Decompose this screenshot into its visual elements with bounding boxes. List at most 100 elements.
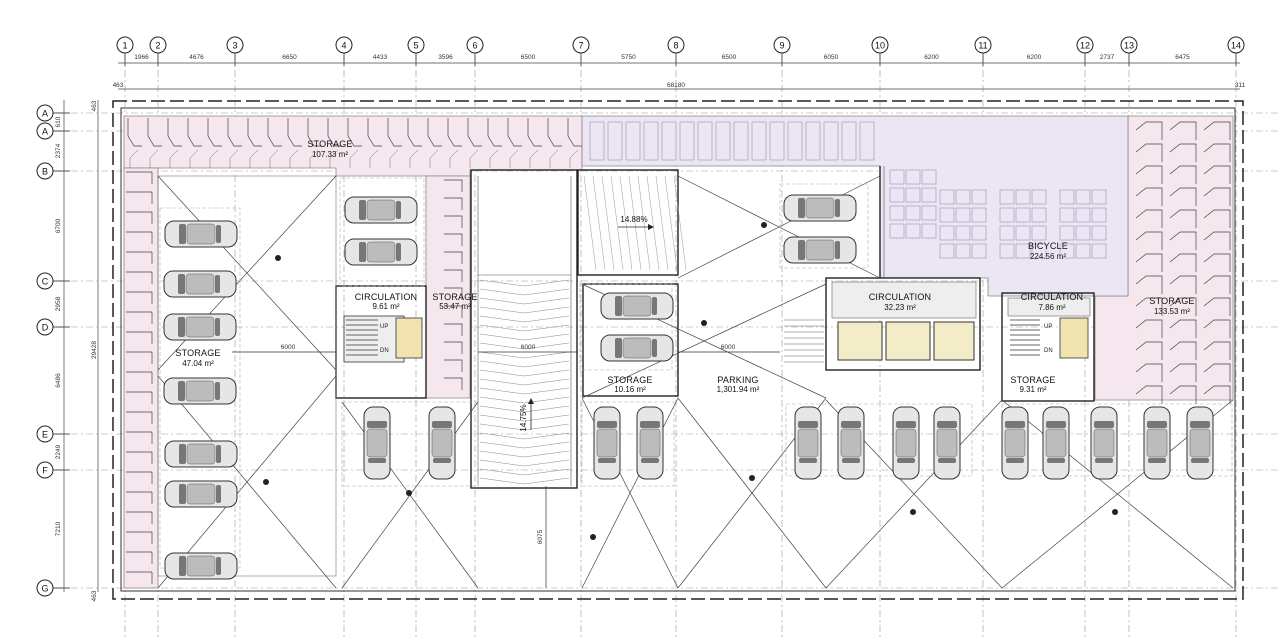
stair-labels: UP DN UP DN: [380, 324, 1053, 354]
column-dot: [749, 475, 755, 481]
circ-right-name: CIRCULATION: [1021, 292, 1084, 302]
storage-right-units: [1135, 121, 1231, 404]
row-dim: 6700: [55, 218, 62, 233]
circulation-fills: [343, 281, 1091, 363]
column-dim: 6050: [824, 54, 839, 61]
column-dim: 6200: [1027, 54, 1042, 61]
column-label: 12: [1080, 41, 1090, 51]
column-label: 6: [472, 41, 477, 51]
room-labels: STORAGE 107.33 m² STORAGE 47.04 m² CIRCU…: [175, 139, 1194, 394]
ramp-upper-slope: 14.88%: [620, 215, 647, 224]
row-label: A: [42, 127, 48, 137]
stair-left-dn: DN: [380, 348, 389, 354]
column-dot: [590, 534, 596, 540]
stairs: [346, 319, 1040, 363]
column-dot: [701, 320, 707, 326]
row-label: C: [42, 277, 49, 287]
circ-ctr-name: CIRCULATION: [869, 292, 932, 302]
overall-height-dim: 29428: [91, 341, 98, 359]
bicycle-racks: [589, 121, 1107, 259]
storage-top-units: [127, 118, 582, 168]
row-label: G: [41, 584, 48, 594]
column-dim: 5750: [621, 54, 636, 61]
overall-width-dim: 68180: [667, 82, 685, 89]
column-dim: 6500: [521, 54, 536, 61]
aisle-right-dim: 6000: [721, 344, 736, 351]
storage-top-area: 107.33 m²: [312, 150, 348, 159]
column-dim: 1966: [134, 54, 149, 61]
ramp-labels: 14.88% 14.75%: [519, 215, 654, 432]
structural-walls: [157, 166, 1095, 577]
column-label: 7: [578, 41, 583, 51]
edge-right-dim: 311: [1235, 82, 1246, 89]
column-label: 10: [875, 41, 885, 51]
lift-2: [885, 321, 931, 361]
storage-mid-name: STORAGE: [432, 292, 477, 302]
row-label: F: [42, 466, 48, 476]
column-label: 11: [978, 41, 987, 51]
edge-left-dim: 463: [113, 82, 124, 89]
column-dim: 3596: [438, 54, 453, 61]
edge-top-dim: 463: [91, 100, 98, 111]
circ-left-area: 9.61 m²: [372, 302, 399, 311]
bicycle-name: BICYCLE: [1028, 241, 1068, 251]
storage-mid-zone: [425, 175, 471, 399]
circ-left-name: CIRCULATION: [355, 292, 418, 302]
dimension-chains: 68180 463 311 29428 463 463: [63, 62, 1246, 601]
storage-small-area: 9.31 m²: [1019, 385, 1046, 394]
row-dim: 2249: [55, 444, 62, 459]
bicycle-area: 224.56 m²: [1030, 252, 1066, 261]
column-label: 9: [779, 41, 784, 51]
column-label: 2: [155, 41, 160, 51]
column-label: 8: [673, 41, 678, 51]
row-label: A: [42, 109, 48, 119]
stair-right-up: UP: [1044, 324, 1052, 330]
storage-left-zone: [123, 167, 159, 589]
storage-zones: [123, 115, 1234, 589]
core-right-door: [1059, 317, 1089, 359]
storage-ctr-area: 10.16 m²: [614, 385, 646, 394]
column-dot: [761, 222, 767, 228]
row-label: D: [42, 323, 49, 333]
row-dim: 6486: [55, 373, 62, 388]
storage-small-name: STORAGE: [1010, 375, 1055, 385]
parked-cars: [163, 194, 1214, 580]
column-dot: [263, 479, 269, 485]
storage-left-name: STORAGE: [175, 348, 220, 358]
column-dim: 4676: [189, 54, 204, 61]
column-label: 13: [1124, 41, 1134, 51]
ramp-hatching: [479, 175, 687, 485]
column-label: 3: [232, 41, 237, 51]
parking-name: PARKING: [717, 375, 758, 385]
column-label: 5: [413, 41, 418, 51]
bicycle-zone: [581, 115, 1129, 297]
stair-left-up: UP: [380, 324, 388, 330]
storage-ctr-name: STORAGE: [607, 375, 652, 385]
column-label: 4: [341, 41, 346, 51]
row-label: E: [42, 430, 48, 440]
aisle-dimensions: 6000 6000 6000 6075: [232, 344, 780, 588]
column-dim: 6475: [1175, 54, 1190, 61]
ramp-lower-slope: 14.75%: [519, 404, 528, 431]
parking-area: 1,301.94 m²: [717, 385, 760, 394]
column-dim: 6200: [924, 54, 939, 61]
storage-left-units: [126, 171, 153, 584]
building-outline: [112, 100, 1244, 600]
row-dim: 2958: [55, 296, 62, 311]
lift-1: [837, 321, 883, 361]
row-dim: 2374: [55, 143, 62, 158]
edge-bottom-dim: 463: [91, 590, 98, 601]
storage-right-name: STORAGE: [1149, 296, 1194, 306]
storage-top-name: STORAGE: [307, 139, 352, 149]
column-dim: 2737: [1100, 54, 1115, 61]
column-label: 14: [1231, 41, 1241, 51]
column-dot: [910, 509, 916, 515]
column-dim: 4433: [373, 54, 388, 61]
column-dim: 6650: [282, 54, 297, 61]
row-dim: 7210: [55, 521, 62, 536]
lift-3: [933, 321, 975, 361]
